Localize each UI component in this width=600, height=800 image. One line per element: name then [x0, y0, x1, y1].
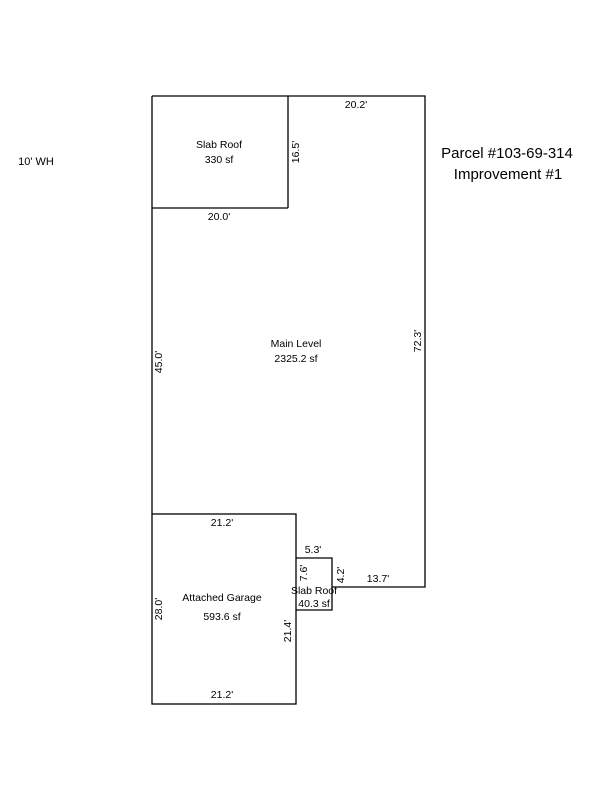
wall-height-note: 10' WH [18, 156, 54, 168]
dim-slab-small-right: 4.2' [335, 567, 347, 584]
dim-slab-bottom: 20.0' [208, 211, 230, 223]
dim-garage-left: 28.0' [153, 598, 165, 620]
dim-top-right: 20.2' [345, 99, 367, 111]
garage-outline [151, 513, 297, 705]
main-level-name: Main Level [271, 338, 322, 350]
dim-slab-small-top: 5.3' [305, 544, 322, 556]
dim-bottom-right: 13.7' [367, 573, 389, 585]
main-level-area: 2325.2 sf [274, 353, 317, 365]
garage-name: Attached Garage [182, 592, 262, 604]
slab-roof-top-area: 330 sf [205, 154, 234, 166]
slab-roof-small-name: Slab Roof [291, 585, 337, 597]
dim-garage-right: 21.4' [282, 620, 294, 642]
improvement-number: Improvement #1 [454, 166, 562, 183]
slab-roof-top-name: Slab Roof [196, 139, 242, 151]
small-slab-roof-outline [296, 557, 333, 611]
dim-garage-top: 21.2' [211, 517, 233, 529]
slab-roof-small-area: 40.3 sf [298, 598, 330, 610]
dim-slab-right: 16.5' [290, 141, 302, 163]
parcel-number: Parcel #103-69-314 [441, 145, 573, 162]
dim-slab-small-left: 7.6' [298, 565, 310, 582]
dim-garage-bottom: 21.2' [211, 689, 233, 701]
garage-area: 593.6 sf [203, 611, 240, 623]
dim-main-left: 45.0' [153, 351, 165, 373]
dim-main-right: 72.3' [412, 330, 424, 352]
